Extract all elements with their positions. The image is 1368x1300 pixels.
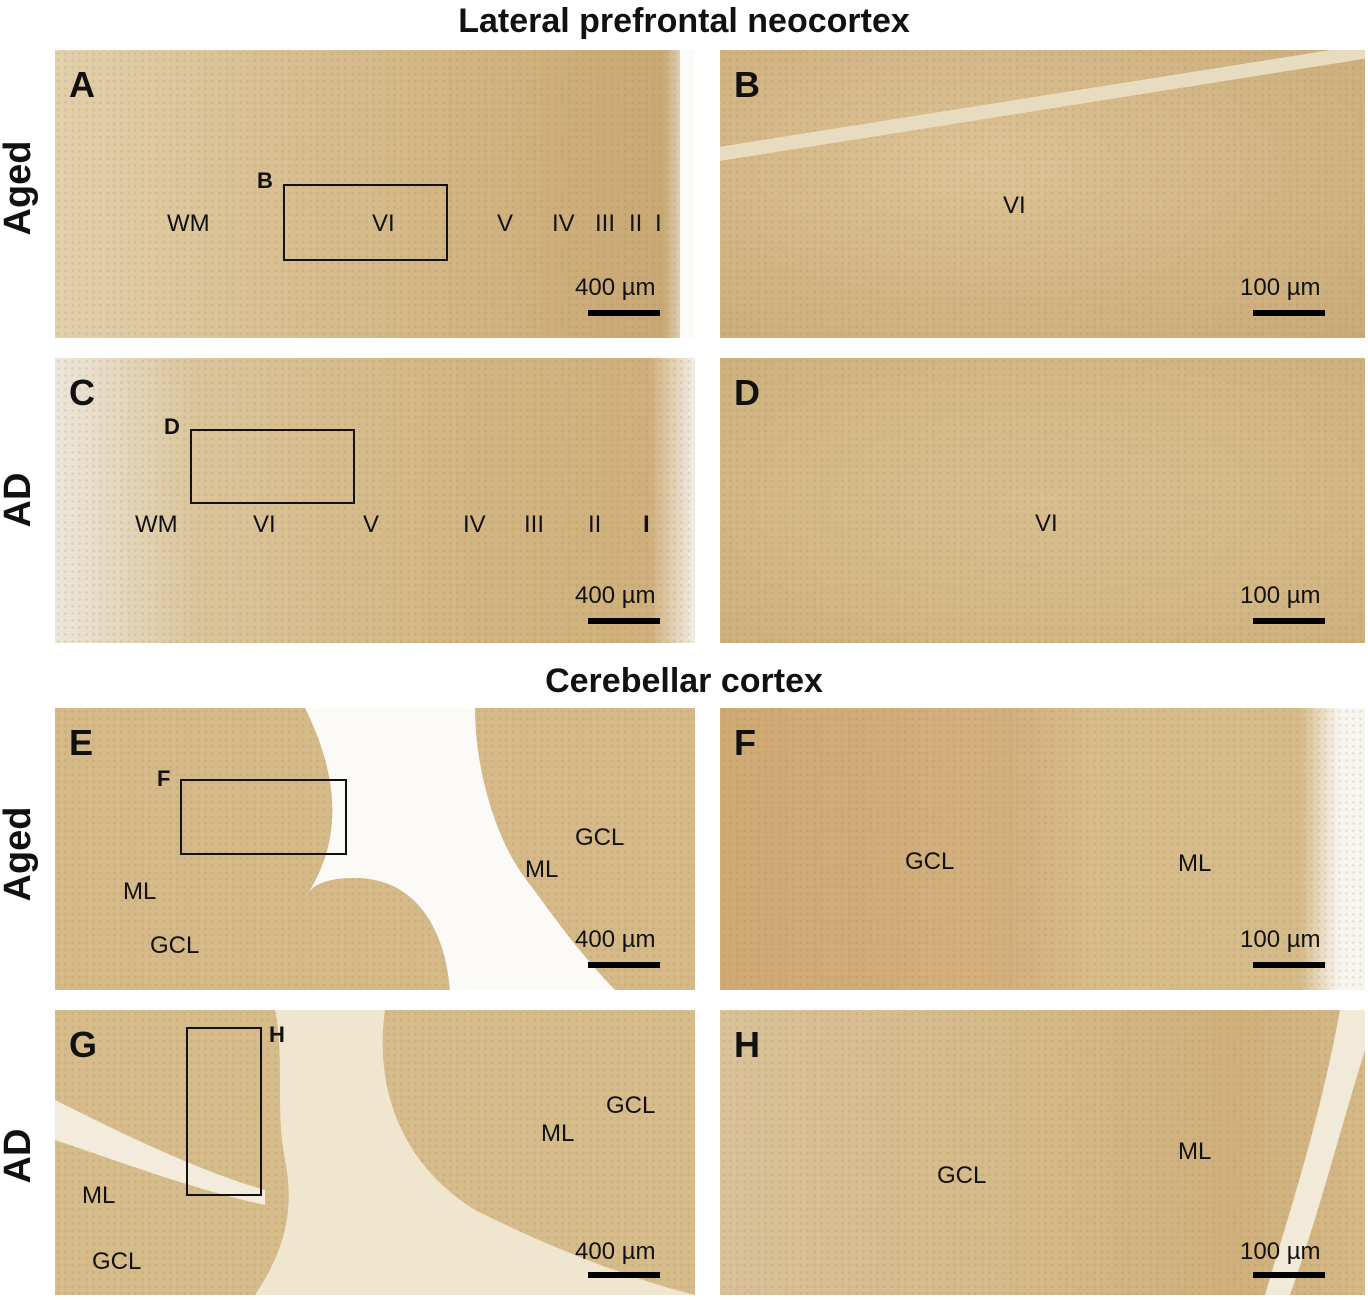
layer-label: VI (372, 210, 395, 237)
row-label-ad-prefrontal: AD (0, 472, 39, 528)
layer-label: I (643, 511, 650, 538)
scale-label: 400 µm (575, 274, 656, 301)
layer-label: II (588, 511, 602, 538)
panel-h-image: H GCL ML 100 µm (720, 1010, 1365, 1295)
scale-bar (1253, 310, 1325, 316)
panel-e-image: E F GCL ML ML GCL 400 µm (55, 708, 695, 990)
layer-label: WM (135, 511, 178, 538)
scale-label: 100 µm (1240, 274, 1321, 301)
layer-label: ML (1178, 850, 1212, 877)
layer-label: II (629, 210, 643, 237)
panel-letter-g: G (69, 1024, 98, 1065)
scale-bar (588, 1272, 660, 1278)
layer-label: ML (1178, 1138, 1212, 1165)
roi-box-h (186, 1027, 262, 1196)
panel-letter-d: D (734, 372, 760, 413)
layer-label: GCL (150, 932, 200, 959)
layer-label: GCL (905, 848, 955, 875)
panel-a-image: A B WM VI V IV III II I 400 µm (55, 50, 695, 338)
white-matter-gap (305, 708, 615, 990)
row-label-ad-cerebellar: AD (0, 1128, 39, 1184)
layer-label: GCL (575, 824, 625, 851)
panel-b-image: B VI 100 µm (720, 50, 1365, 338)
title-cerebellar: Cerebellar cortex (545, 662, 823, 700)
scale-bar (1253, 618, 1325, 624)
panel-f-image: F GCL ML 100 µm (720, 708, 1365, 990)
layer-label: VI (253, 511, 276, 538)
scale-label: 100 µm (1240, 1238, 1321, 1265)
layer-label: IV (552, 210, 575, 237)
layer-label: ML (123, 878, 157, 905)
layer-label: VI (1003, 192, 1026, 219)
scale-label: 400 µm (575, 926, 656, 953)
roi-letter-d: D (164, 414, 180, 439)
row-label-aged-prefrontal: Aged (0, 140, 39, 236)
scale-bar (588, 962, 660, 968)
panel-letter-f: F (734, 722, 756, 763)
scale-bar (1253, 962, 1325, 968)
panel-c-image: C D WM VI V IV III II I 400 µm (55, 358, 695, 643)
roi-letter-h: H (269, 1022, 285, 1047)
scale-bar (588, 310, 660, 316)
layer-label: GCL (92, 1248, 142, 1275)
row-label-aged-cerebellar: Aged (0, 806, 39, 902)
layer-label: WM (167, 210, 210, 237)
layer-label: ML (525, 856, 559, 883)
panel-letter-h: H (734, 1024, 760, 1065)
layer-label: VI (1035, 510, 1058, 537)
scale-label: 100 µm (1240, 582, 1321, 609)
layer-label: ML (541, 1120, 575, 1147)
layer-label: III (524, 511, 545, 538)
scale-label: 100 µm (1240, 926, 1321, 953)
title-prefrontal: Lateral prefrontal neocortex (458, 2, 910, 40)
roi-letter-f: F (157, 766, 171, 791)
panel-letter-c: C (69, 372, 95, 413)
layer-label: ML (82, 1182, 116, 1209)
roi-box-f (180, 779, 347, 855)
scale-bar (1253, 1272, 1325, 1278)
roi-letter-b: B (257, 168, 273, 193)
layer-label: V (363, 511, 380, 538)
white-matter-streak (1265, 1010, 1365, 1295)
layer-label: III (595, 210, 616, 237)
scale-label: 400 µm (575, 1238, 656, 1265)
roi-box-b (283, 184, 448, 261)
panel-letter-b: B (734, 64, 760, 105)
layer-label: IV (463, 511, 486, 538)
panel-d-image: D VI 100 µm (720, 358, 1365, 643)
white-matter-tracts (55, 1010, 695, 1295)
layer-label: V (497, 210, 514, 237)
panel-g-image: G H GCL ML ML GCL 400 µm (55, 1010, 695, 1295)
layer-label: I (655, 210, 662, 237)
layer-label: GCL (606, 1092, 656, 1119)
layer-label: GCL (937, 1162, 987, 1189)
panel-letter-a: A (69, 64, 95, 105)
panel-letter-e: E (69, 722, 94, 763)
scale-bar (588, 618, 660, 624)
roi-box-d (190, 429, 355, 504)
scale-label: 400 µm (575, 582, 656, 609)
